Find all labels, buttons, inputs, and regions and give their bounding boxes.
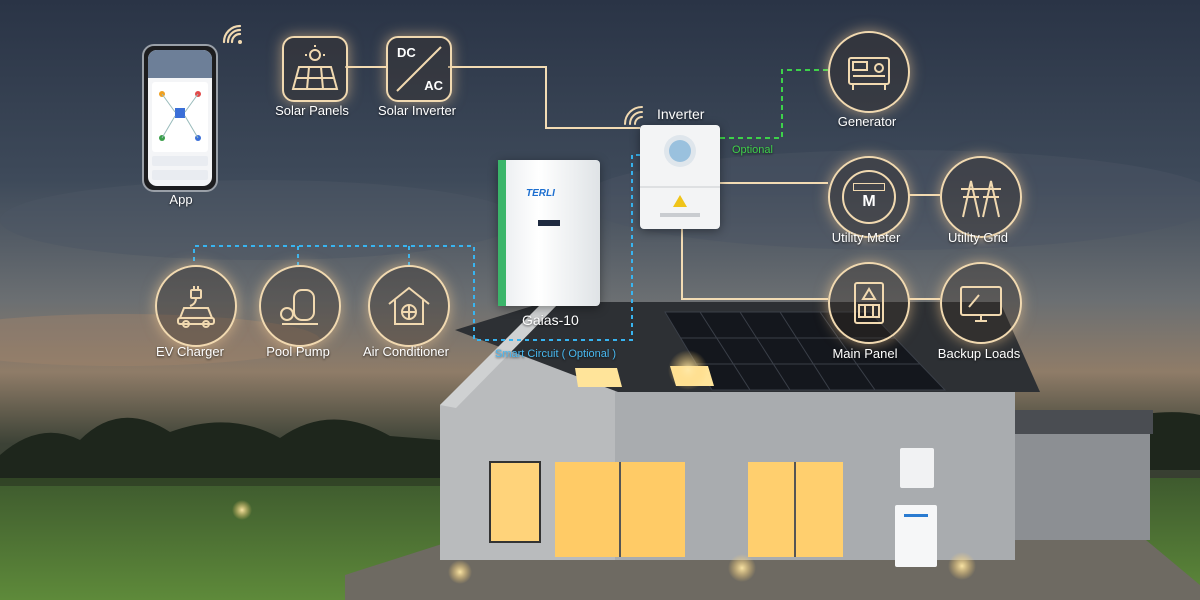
meter-icon: M (842, 170, 896, 224)
solar-panel-icon (291, 45, 339, 90)
ev-charger-node[interactable] (155, 265, 237, 347)
generator-icon (848, 57, 890, 90)
solar-inverter-label: Solar Inverter (377, 103, 457, 118)
solar-inverter-node[interactable]: DC AC (386, 36, 452, 102)
generator-node[interactable] (828, 31, 910, 113)
tv-icon (960, 286, 1002, 322)
meter-letter: M (862, 193, 876, 210)
ev-charger-label: EV Charger (156, 344, 224, 359)
inverter-face (640, 135, 720, 217)
air-conditioner-label: Air Conditioner (363, 344, 449, 359)
power-tower-icon (961, 180, 1001, 218)
dc-text: DC (397, 45, 416, 60)
inverter-device[interactable] (640, 125, 720, 229)
pool-pump-icon (280, 289, 318, 325)
utility-grid-node[interactable] (940, 156, 1022, 238)
solid-wires (345, 66, 940, 300)
battery-label: Gaias-10 (522, 312, 579, 328)
app-phone[interactable] (142, 44, 218, 192)
backup-loads-node[interactable] (940, 262, 1022, 344)
utility-meter-node[interactable]: M (828, 156, 910, 238)
solar-panels-node[interactable] (282, 36, 348, 102)
battery-display (538, 220, 560, 226)
electrical-panel-icon (854, 282, 884, 324)
app-wifi-icon (222, 24, 242, 44)
app-dashboard-graphic (148, 50, 212, 180)
ev-charger-icon (177, 286, 215, 328)
smart-circuit-wires (193, 154, 640, 341)
inverter-wifi-icon (624, 106, 643, 125)
smart-circuit-label: Smart Circuit ( Optional ) (495, 348, 617, 360)
battery-brand-logo: TERLI (526, 188, 555, 199)
dc-ac-icon: DC AC (391, 41, 447, 97)
utility-meter-label: Utility Meter (831, 230, 901, 245)
battery-device[interactable]: TERLI (498, 160, 600, 306)
backup-loads-label: Backup Loads (937, 346, 1021, 361)
ac-text: AC (424, 78, 443, 93)
generator-label: Generator (837, 114, 897, 129)
solar-panels-label: Solar Panels (275, 103, 349, 118)
app-label: App (169, 192, 193, 207)
air-conditioner-icon (388, 286, 430, 325)
generator-wire-optional (720, 69, 828, 139)
optional-label: Optional (732, 144, 773, 156)
air-conditioner-node[interactable] (368, 265, 450, 347)
inverter-label: Inverter (657, 106, 705, 122)
battery-stripe (498, 160, 506, 306)
pool-pump-label: Pool Pump (266, 344, 330, 359)
main-panel-node[interactable] (828, 262, 910, 344)
app-screen (148, 50, 212, 186)
pool-pump-node[interactable] (259, 265, 341, 347)
main-panel-label: Main Panel (832, 346, 898, 361)
utility-grid-label: Utility Grid (948, 230, 1008, 245)
